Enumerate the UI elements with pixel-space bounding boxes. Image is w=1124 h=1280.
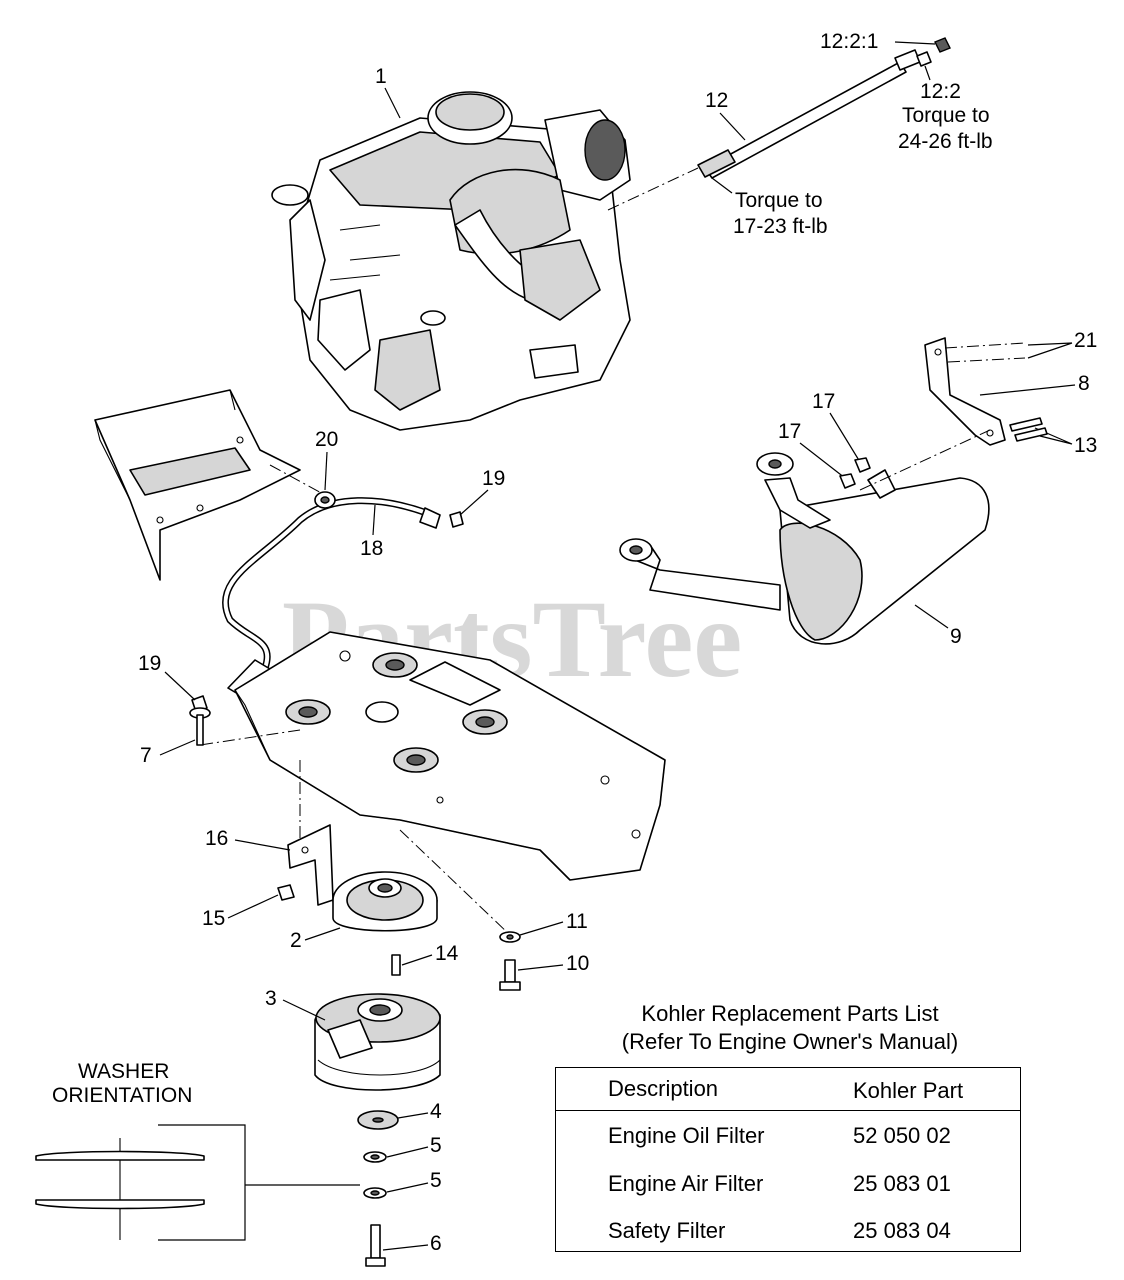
shaft-assembly[interactable]: [697, 37, 951, 179]
washer-orientation-line1: WASHER: [78, 1060, 169, 1083]
header-description: Description: [608, 1076, 719, 1101]
bolt-10[interactable]: [499, 959, 521, 991]
nut-12-2[interactable]: [916, 51, 932, 67]
callout-20: 20: [315, 428, 338, 451]
row-description: Engine Oil Filter: [608, 1123, 765, 1148]
clamp-20[interactable]: [314, 491, 336, 509]
pulley-2[interactable]: [332, 871, 438, 932]
engine-deck-plate[interactable]: [234, 631, 666, 881]
callout-7: 7: [140, 744, 152, 767]
guard-bracket[interactable]: [94, 389, 301, 581]
row-part-number: 25 083 04: [853, 1218, 951, 1243]
callout-6: 6: [430, 1232, 442, 1255]
header-kohler-part: Kohler Part: [853, 1078, 964, 1103]
washer-11[interactable]: [499, 931, 521, 943]
callout-11: 11: [566, 910, 588, 933]
torque-note-lower-line1: Torque to: [735, 189, 823, 212]
callout-18: 18: [360, 537, 383, 560]
callout-5-lower: 5: [430, 1169, 442, 1192]
callout-17-upper: 17: [812, 390, 835, 413]
key-14[interactable]: [391, 954, 401, 976]
bolt-15[interactable]: [277, 884, 295, 901]
parts-table-title: Kohler Replacement Parts List (Refer To …: [555, 1000, 1025, 1056]
clutch-3[interactable]: [314, 993, 441, 1091]
callout-9: 9: [950, 625, 962, 648]
washer-4[interactable]: [357, 1110, 399, 1130]
callout-3: 3: [265, 987, 277, 1010]
parts-table: Description Kohler Part Engine Oil Filte…: [555, 1067, 1021, 1252]
bolt-7[interactable]: [189, 707, 211, 746]
parts-table-header: [556, 1068, 1020, 1111]
callout-12-2-1: 12:2:1: [820, 30, 878, 53]
callout-12-2: 12:2: [920, 80, 961, 103]
callout-13: 13: [1074, 434, 1097, 457]
washer-orientation-detail: [35, 1124, 360, 1241]
engine-assembly[interactable]: [271, 91, 631, 431]
bracket-16[interactable]: [287, 824, 334, 906]
washer-5-upper[interactable]: [363, 1151, 387, 1163]
washer-orientation-line2: ORIENTATION: [52, 1084, 192, 1107]
row-part-number: 25 083 01: [853, 1171, 951, 1196]
callout-2: 2: [290, 929, 302, 952]
parts-table-title-line2: (Refer To Engine Owner's Manual): [621, 1029, 959, 1054]
callout-21: 21: [1074, 329, 1097, 352]
clamp-19-upper[interactable]: [449, 511, 464, 528]
torque-note-lower-line2: 17-23 ft-lb: [733, 215, 828, 238]
callout-5-upper: 5: [430, 1134, 442, 1157]
callout-19-upper: 19: [482, 467, 505, 490]
muffler-assembly[interactable]: [619, 452, 990, 645]
callout-1: 1: [375, 65, 387, 88]
callout-8: 8: [1078, 372, 1090, 395]
torque-note-upper-line2: 24-26 ft-lb: [898, 130, 993, 153]
row-description: Safety Filter: [608, 1218, 726, 1243]
callout-16: 16: [205, 827, 228, 850]
bolt-6[interactable]: [365, 1224, 386, 1267]
row-part-number: 52 050 02: [853, 1123, 951, 1148]
callout-15: 15: [202, 907, 225, 930]
callout-19-lower: 19: [138, 652, 161, 675]
parts-table-title-line1: Kohler Replacement Parts List: [641, 1001, 939, 1026]
nut-17-pair[interactable]: [839, 457, 871, 489]
callout-4: 4: [430, 1100, 442, 1123]
washer-5-lower[interactable]: [363, 1187, 387, 1199]
row-description: Engine Air Filter: [608, 1171, 764, 1196]
callout-10: 10: [566, 952, 589, 975]
callout-12: 12: [705, 89, 728, 112]
callout-17-lower: 17: [778, 420, 801, 443]
callout-14: 14: [435, 942, 459, 965]
bolt-13-pair[interactable]: [1009, 417, 1048, 442]
torque-note-upper-line1: Torque to: [902, 104, 990, 127]
muffler-bracket[interactable]: [924, 337, 1006, 446]
